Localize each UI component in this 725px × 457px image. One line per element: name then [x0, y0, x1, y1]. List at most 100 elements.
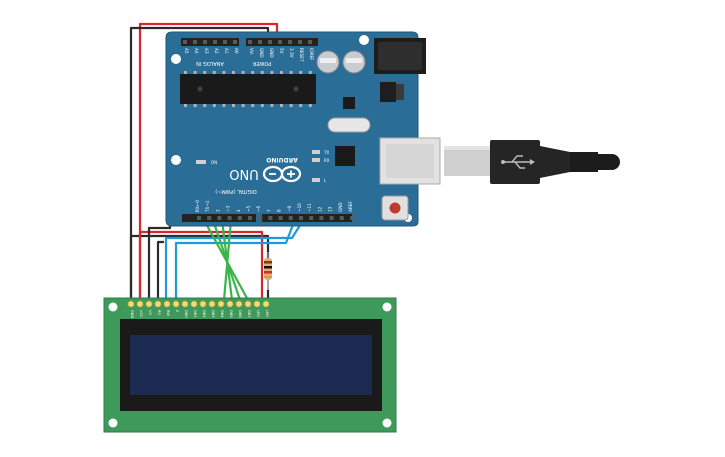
arduino-logo — [262, 165, 302, 183]
digital-pin-hole[interactable] — [207, 216, 212, 220]
analog-pin-hole[interactable] — [223, 40, 227, 44]
lcd-pin-pad[interactable] — [226, 300, 234, 308]
mount-hole — [171, 155, 181, 165]
usb-symbol-icon — [501, 155, 535, 169]
digital-pin-hole[interactable] — [227, 216, 232, 220]
analog-pin-hole[interactable] — [203, 40, 207, 44]
lcd-pin-pad[interactable] — [154, 300, 162, 308]
lcd-pin-pad[interactable] — [190, 300, 198, 308]
capacitor — [342, 50, 366, 74]
lcd-pin-pad[interactable] — [181, 300, 189, 308]
wire-rs-blue[interactable] — [164, 221, 303, 300]
digital-pin-hole[interactable] — [197, 216, 201, 220]
mount-hole — [108, 302, 118, 312]
lcd-pin-pad[interactable] — [253, 300, 261, 308]
power-pin-hole[interactable] — [298, 40, 302, 44]
led-rx-label: RX — [324, 158, 330, 163]
power-pin-label: GND — [269, 48, 274, 58]
digital-pin-label: GND — [338, 202, 343, 212]
lcd-pin-label: VCC — [139, 310, 143, 318]
digital-pin-hole[interactable] — [339, 216, 344, 220]
analog-header — [181, 38, 239, 46]
led-l — [312, 178, 320, 182]
digital-pin-label: ~10 — [297, 203, 302, 212]
wire-lcd-vcc-red-2[interactable] — [138, 230, 264, 300]
capacitor — [316, 50, 340, 74]
lcd-pin-pad[interactable] — [199, 300, 207, 308]
lcd-pin-label: DB3 — [211, 310, 215, 318]
wire-lcd-gnd-black-2[interactable] — [129, 234, 270, 300]
power-pin-hole[interactable] — [288, 40, 292, 44]
digital-pin-label: AREF — [348, 201, 353, 212]
digital-pin-label: 2 — [215, 209, 220, 212]
power-pin-hole[interactable] — [248, 40, 252, 44]
lcd-pin-label: DB2 — [202, 310, 206, 318]
lcd-pin-label: DB7 — [247, 310, 251, 318]
mount-hole — [108, 418, 118, 428]
digital-pin-hole[interactable] — [278, 216, 283, 220]
wire-lcd-v0-black[interactable] — [156, 240, 164, 300]
digital-pin-hole[interactable] — [268, 216, 273, 220]
lcd-pin-label: GND — [130, 310, 134, 318]
digital-pin-hole[interactable] — [329, 216, 334, 220]
led-rx — [312, 158, 320, 162]
lcd-pin-pad[interactable] — [235, 300, 243, 308]
digital-header-high — [262, 214, 352, 222]
power-pin-label: 5V — [279, 48, 284, 54]
digital-pin-label: ~9 — [287, 205, 292, 212]
lcd-pin-pad[interactable] — [262, 300, 270, 308]
analog-pin-label: A3 — [204, 48, 209, 54]
lcd-pin-pad[interactable] — [172, 300, 180, 308]
lcd-pin-label: DB1 — [193, 310, 197, 318]
digital-pin-hole[interactable] — [217, 216, 222, 220]
usb-controller-chip — [335, 146, 355, 166]
lcd-pin-pad[interactable] — [208, 300, 216, 308]
analog-pin-hole[interactable] — [213, 40, 217, 44]
digital-pin-label: ~11 — [307, 203, 312, 212]
power-pin-label: Vin — [249, 48, 254, 55]
digital-pin-label: 7 — [266, 209, 271, 212]
wire-db7-green[interactable] — [222, 219, 233, 301]
lcd-pin-pad[interactable] — [127, 300, 135, 308]
digital-header-label: DIGITAL (PWM~) — [215, 188, 257, 194]
power-pin-label: IOREF — [309, 48, 314, 61]
digital-pin-hole[interactable] — [248, 216, 252, 220]
led-l-label: L — [324, 178, 327, 183]
digital-pin-hole[interactable] — [319, 216, 324, 220]
analog-pin-hole[interactable] — [183, 40, 187, 44]
usb-cable[interactable] — [444, 140, 620, 184]
wire-e-blue[interactable] — [174, 221, 296, 300]
lcd-pin-label: RW — [166, 310, 170, 316]
resistor[interactable] — [264, 252, 272, 290]
lcd-pin-label: V0 — [148, 310, 152, 315]
analog-pin-holes — [183, 40, 237, 44]
digital-pin-label: 13 — [328, 206, 333, 212]
digital-pin-hole[interactable] — [309, 216, 314, 220]
digital-pin-hole[interactable] — [350, 216, 354, 220]
lcd-pin-label: DB4 — [220, 310, 224, 318]
power-pin-hole[interactable] — [278, 40, 282, 44]
power-pin-hole[interactable] — [268, 40, 272, 44]
lcd-pin-pad[interactable] — [136, 300, 144, 308]
lcd-pin-pad[interactable] — [163, 300, 171, 308]
mount-hole — [171, 54, 181, 64]
led-on-label: ON — [211, 160, 217, 165]
power-pin-hole[interactable] — [258, 40, 262, 44]
lcd-pin-label: RS — [157, 310, 161, 315]
reset-button[interactable] — [381, 195, 409, 221]
lcd-pin-pad[interactable] — [145, 300, 153, 308]
analog-pin-hole[interactable] — [233, 40, 237, 44]
lcd-pin-pad[interactable] — [217, 300, 225, 308]
digital-pin-hole[interactable] — [258, 216, 263, 220]
digital-pin-hole[interactable] — [299, 216, 303, 220]
lcd-pin-pad[interactable] — [244, 300, 252, 308]
led-on — [196, 160, 206, 164]
power-pin-label: RESET — [299, 48, 304, 62]
power-pin-hole[interactable] — [308, 40, 312, 44]
analog-pin-label: A2 — [214, 48, 219, 54]
digital-pin-hole[interactable] — [288, 216, 293, 220]
digital-pin-hole[interactable] — [237, 216, 242, 220]
analog-pin-hole[interactable] — [193, 40, 197, 44]
